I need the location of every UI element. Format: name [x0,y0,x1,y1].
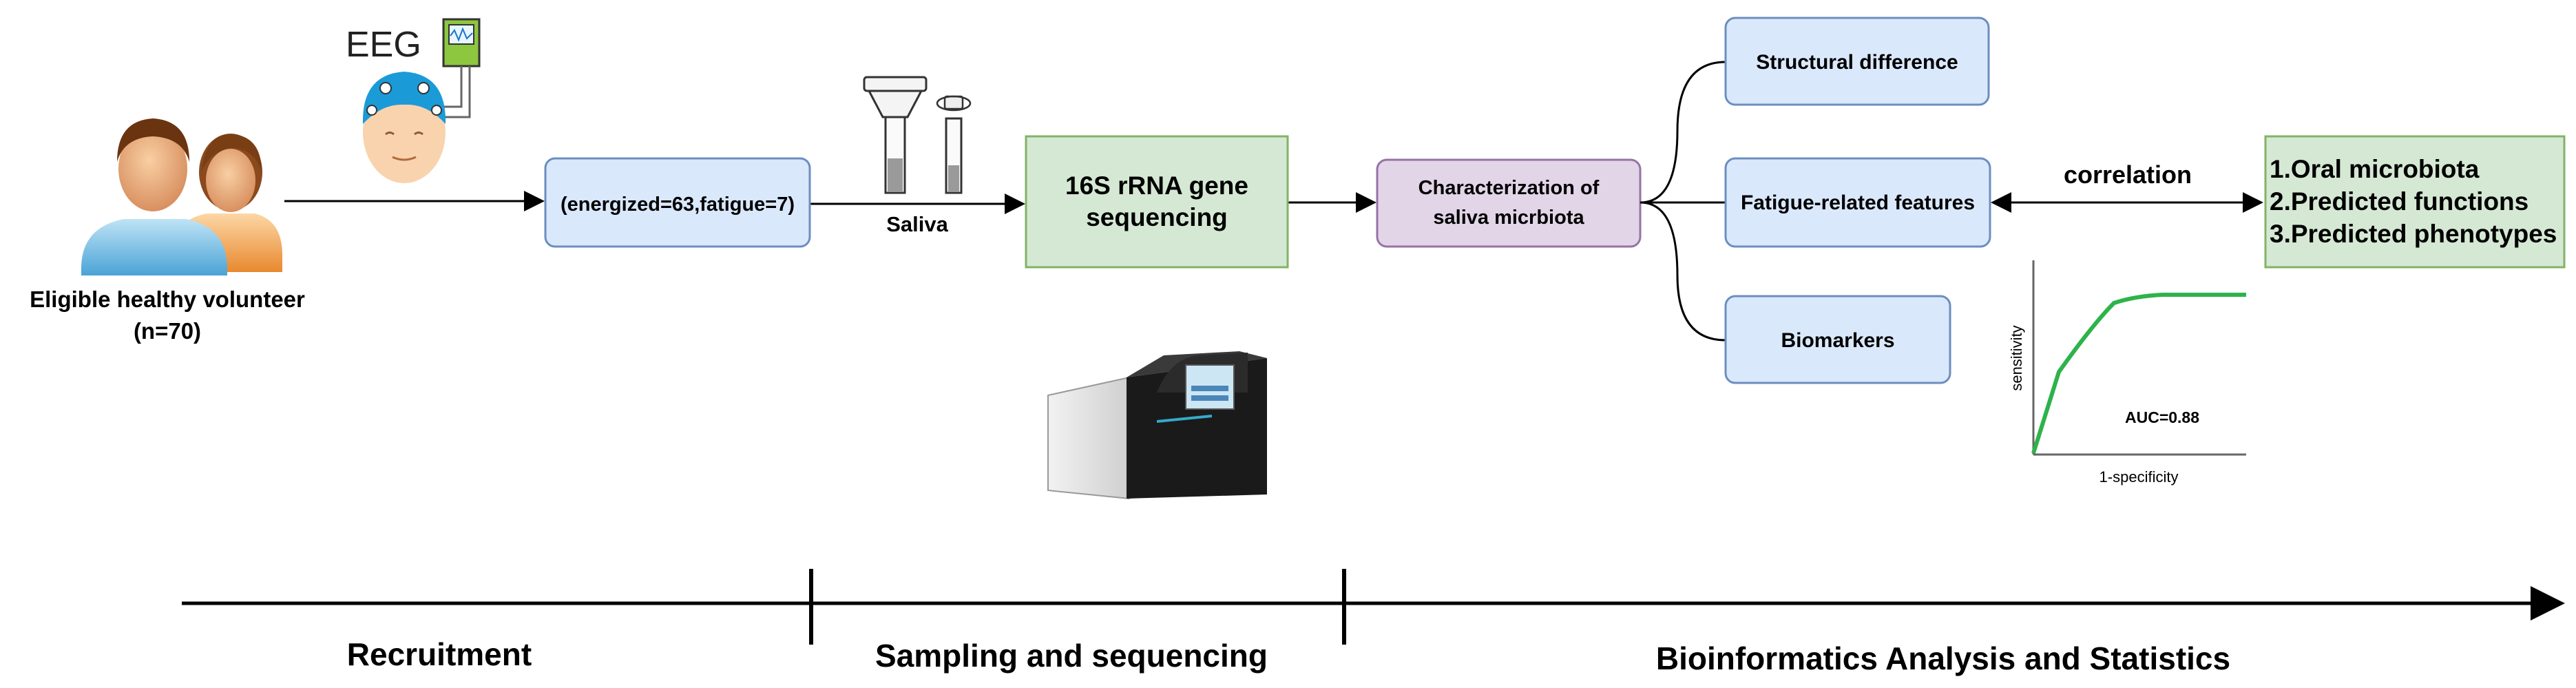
groups-box-label: (energized=63,fatigue=7) [561,194,795,216]
results-item-2: 2.Predicted functions [2270,187,2528,216]
sequencing-box-line1: 16S rRNA gene [1065,171,1248,200]
branch-curve-structural [1640,61,1726,204]
results-item-3: 3.Predicted phenotypes [2270,220,2557,248]
roc-x-label: 1-specificity [2099,468,2179,486]
timeline-phase-bioinformatics: Bioinformatics Analysis and Statistics [1656,640,2230,676]
sequencer-machine-icon [1047,351,1267,500]
structural-difference-box [1724,17,1990,106]
characterization-box-line2: saliva micrbiota [1433,207,1584,229]
volunteers-icon [81,118,282,275]
structural-difference-label: Structural difference [1756,51,1958,74]
saliva-tube-icon [863,76,972,194]
volunteers-caption-line2: (n=70) [134,318,201,344]
eeg-head-icon [362,72,446,183]
results-item-1: 1.Oral microbiota [2270,155,2480,183]
roc-curve-line [2031,293,2246,454]
fatigue-features-label: Fatigue-related features [1741,191,1975,214]
volunteers-caption-line1: Eligible healthy volunteer [30,286,305,312]
sequencing-box-line2: sequencing [1086,203,1228,231]
correlation-label: correlation [2064,160,2192,189]
roc-curve-plot: AUC=0.88 1-specificity sensitivity [2008,260,2246,486]
timeline-phase-sampling: Sampling and sequencing [875,638,1268,674]
results-box [2264,135,2566,269]
biomarkers-box [1724,295,1951,384]
roc-auc-label: AUC=0.88 [2125,408,2199,426]
sequencing-box [1025,135,1289,269]
timeline-phase-recruitment: Recruitment [347,636,532,672]
roc-y-label: sensitivity [2008,325,2025,390]
fatigue-features-box [1724,157,1991,248]
characterization-box [1376,158,1642,248]
characterization-box-line1: Characterization of [1418,177,1600,199]
eeg-label: EEG [346,25,421,65]
branch-curve-biomarkers [1640,201,1726,342]
saliva-label: Saliva [886,212,948,236]
biomarkers-label: Biomarkers [1781,329,1894,352]
groups-box [544,157,811,248]
